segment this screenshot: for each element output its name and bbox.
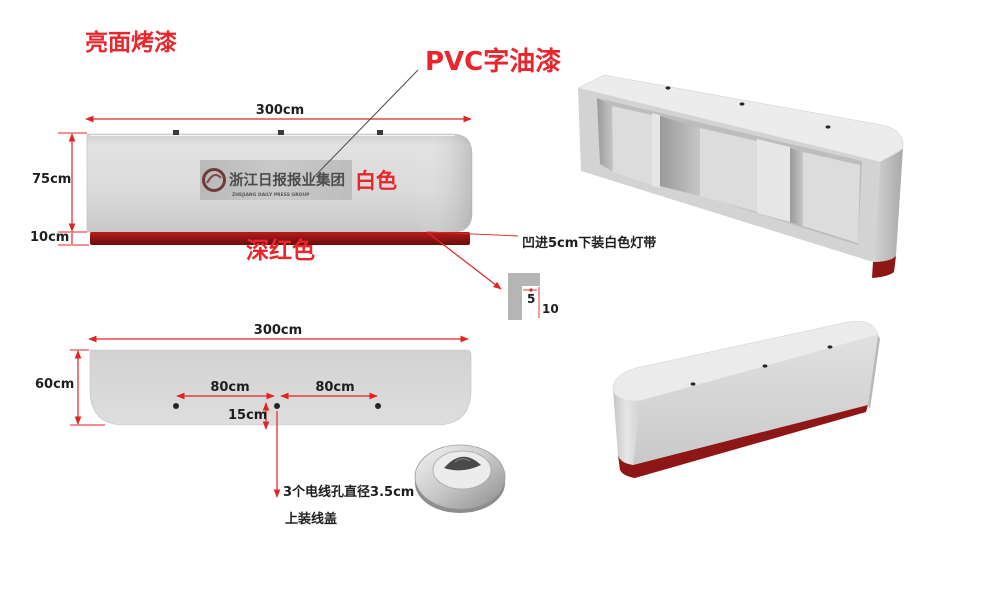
hole-spacing-right-label: 80cm: [315, 380, 354, 395]
cable-hole: [173, 403, 179, 409]
grommet-opening: [444, 456, 481, 471]
recess-note-leader: [426, 231, 519, 237]
front-cable-hole-mark: [377, 130, 383, 135]
back-render-cable-hole: [665, 86, 671, 90]
top-desk-surface: [89, 349, 472, 426]
back-render-compartment: [700, 128, 757, 212]
front-render-cable-hole: [762, 364, 768, 368]
back-render-side-wall: [790, 148, 803, 226]
front-render-cable-hole: [690, 382, 696, 386]
back-render-side-wall: [597, 98, 613, 172]
front-render-cable-hole: [827, 345, 833, 349]
front-red-base: [90, 232, 470, 245]
recess-height-label: 10: [542, 302, 559, 316]
white-color-label: 白色: [355, 169, 397, 193]
front-render-red-base: [618, 405, 868, 478]
top-width-label: 300cm: [254, 323, 302, 338]
cable-hole: [274, 403, 280, 409]
back-render-cable-hole: [739, 102, 745, 106]
cable-grommet-icon: [414, 444, 506, 513]
recess-detail-arrow: [426, 231, 502, 290]
cable-hole: [375, 403, 381, 409]
desk-render-front: [612, 321, 880, 478]
logo-swirl-inner-icon: [206, 173, 222, 184]
back-render-divider: [652, 113, 660, 188]
logo-swirl-icon: [202, 168, 226, 192]
recess-detail: 5 10: [508, 273, 559, 320]
finish-label: 亮面烤漆: [85, 29, 177, 56]
height-label: 75cm: [32, 172, 71, 187]
front-cable-hole-mark: [173, 130, 179, 135]
base-height-label: 10cm: [30, 230, 69, 245]
pvc-leader-line: [312, 69, 419, 179]
front-render-top-surface: [612, 321, 879, 402]
recess-depth-label: 5: [527, 292, 535, 306]
top-view: 300cm 60cm 80cm 80cm 15cm: [35, 323, 472, 498]
logo-name-cn: 浙江日报报业集团: [229, 171, 345, 189]
grommet-flap-detail: [454, 458, 471, 463]
hole-spacing-left-label: 80cm: [210, 380, 249, 395]
back-render-compartment: [612, 106, 652, 185]
recess-note-label: 凹进5cm下装白色灯带: [522, 235, 656, 251]
front-render-face: [633, 335, 878, 465]
logo-name-en: ZHEJIANG DAILY PRESS GROUP: [232, 192, 310, 198]
back-render-compartment: [803, 152, 860, 243]
recess-depth-marker: [529, 288, 533, 292]
desk-render-back: [577, 74, 904, 278]
dark-red-color-label: 深红色: [246, 237, 315, 264]
front-render-right-edge: [868, 335, 880, 409]
logo-panel: 浙江日报报业集团 ZHEJIANG DAILY PRESS GROUP: [200, 160, 352, 200]
cable-cover-note: 上装线盖: [285, 511, 337, 527]
front-render-rounded-end: [613, 390, 640, 465]
front-view: 300cm 浙江日报报业集团 ZHEJIANG DAILY PRESS GROU…: [30, 103, 473, 264]
back-render-top-surface: [577, 74, 904, 163]
cable-hole-note: 3个电线孔直径3.5cm: [283, 484, 414, 500]
depth-label: 60cm: [35, 377, 74, 392]
back-render-divider: [757, 139, 790, 222]
back-render-cable-hole: [825, 125, 831, 129]
front-width-label: 300cm: [256, 103, 304, 118]
pvc-text-label: PVC字油漆: [425, 46, 561, 77]
back-render-red-base: [872, 256, 896, 278]
recess-profile: [508, 273, 540, 320]
back-render-side-wall: [660, 116, 700, 196]
back-render-rounded-end: [873, 148, 903, 262]
front-cable-hole-mark: [278, 130, 284, 135]
hole-offset-label: 15cm: [228, 408, 267, 423]
